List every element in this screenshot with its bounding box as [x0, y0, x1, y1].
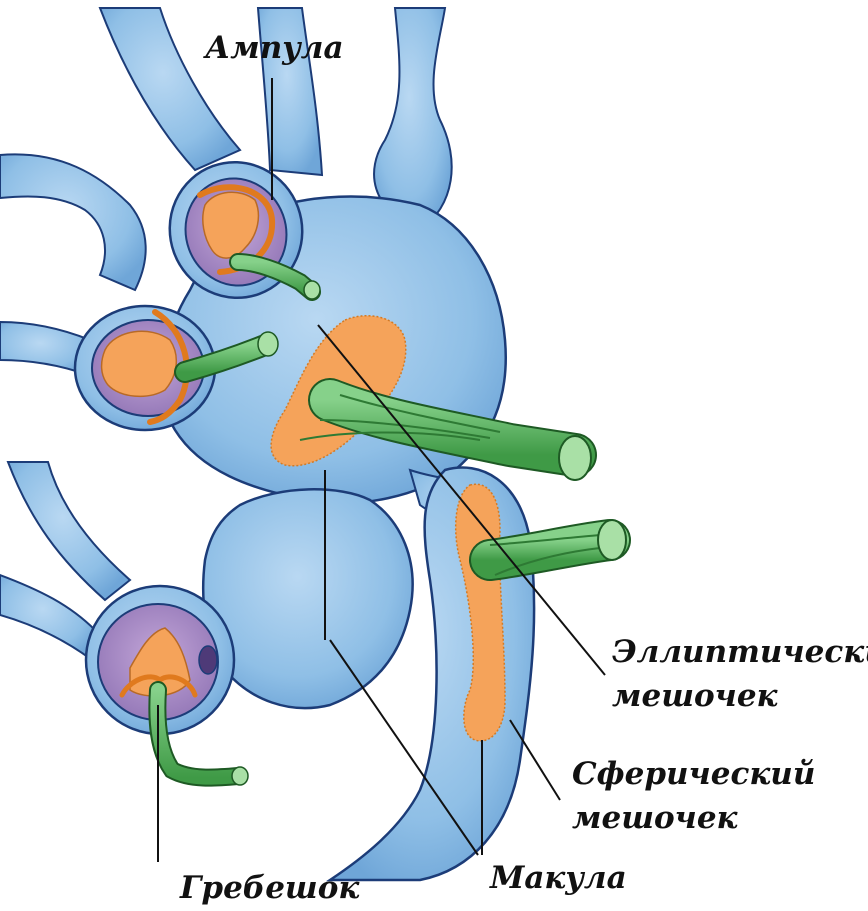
duct-lower-left-2	[0, 575, 95, 660]
crista-middle	[102, 331, 177, 396]
duct-top-right	[374, 8, 452, 230]
label-saccule-line2: мешочек	[572, 800, 739, 836]
label-utricle-line1: Эллиптический	[612, 634, 868, 670]
label-crista: Гребешок	[179, 870, 360, 906]
saccule-body	[203, 489, 412, 708]
label-saccule-line1: Сферический	[572, 756, 815, 792]
label-utricle-line2: мешочек	[612, 678, 779, 714]
duct-lower-left	[8, 462, 130, 600]
label-ampulla: Ампула	[203, 30, 344, 66]
duct-left	[0, 154, 146, 290]
label-macula: Макула	[489, 860, 627, 896]
